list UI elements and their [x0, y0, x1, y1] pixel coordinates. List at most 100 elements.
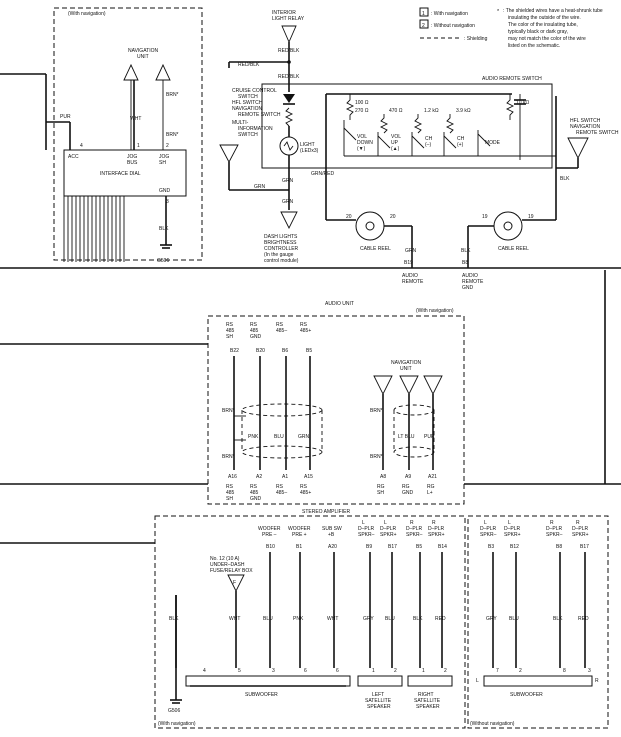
svg-text:BLU: BLU — [509, 616, 519, 622]
interior-light-relay-section: INTERIOR LIGHT RELAY RED/BLK RED/BLK RED… — [219, 10, 619, 291]
svg-text:1: 1 — [422, 668, 425, 674]
svg-text:SWITCH: SWITCH — [238, 132, 258, 138]
svg-text:1: 1 — [422, 11, 425, 17]
svg-text:PUR: PUR — [60, 114, 71, 120]
svg-text:INTERFACE DIAL: INTERFACE DIAL — [100, 171, 141, 177]
svg-text:GRN: GRN — [254, 184, 266, 190]
svg-text:UNIT: UNIT — [137, 54, 149, 60]
svg-text:(With navigation): (With navigation) — [416, 308, 454, 314]
led-light — [279, 136, 299, 156]
svg-text:BRN*: BRN* — [370, 454, 383, 460]
svg-text:GRY: GRY — [486, 616, 497, 622]
svg-text:RED: RED — [435, 616, 446, 622]
svg-text:RED/BLK: RED/BLK — [238, 62, 260, 68]
svg-text:NAVIGATION: NAVIGATION — [232, 106, 262, 112]
svg-text:BLU: BLU — [274, 434, 284, 440]
hfl-switch-right-label: HFL SWITCH NAVIGATION REMOTE SWITCH — [570, 118, 619, 136]
svg-text:: Shielding: : Shielding — [464, 36, 488, 42]
svg-text:AUDIO: AUDIO — [462, 273, 478, 279]
svg-text:B12: B12 — [510, 544, 519, 550]
svg-text:MODE: MODE — [485, 140, 501, 146]
svg-text:GRN/RED: GRN/RED — [311, 171, 334, 177]
svg-text:4: 4 — [203, 668, 206, 674]
svg-text:8: 8 — [563, 668, 566, 674]
svg-text:3: 3 — [166, 199, 169, 205]
svg-text:2: 2 — [394, 668, 397, 674]
svg-text:G506: G506 — [168, 708, 180, 714]
interface-dial-box — [63, 149, 187, 197]
svg-text:JOG: JOG — [159, 154, 169, 160]
svg-text:GRN: GRN — [405, 248, 417, 254]
svg-text:REMOTE SWITCH: REMOTE SWITCH — [238, 112, 281, 118]
svg-text:BLK: BLK — [413, 616, 423, 622]
svg-text:A15: A15 — [304, 474, 313, 480]
svg-text:: Without navigation: : Without navigation — [431, 23, 475, 29]
svg-text:B6: B6 — [282, 348, 288, 354]
svg-text:3: 3 — [272, 668, 275, 674]
svg-text:BRN*: BRN* — [370, 408, 383, 414]
svg-text:B5: B5 — [416, 544, 422, 550]
svg-text:5: 5 — [238, 668, 241, 674]
svg-text:GRN: GRN — [282, 199, 294, 205]
legend: 1 : With navigation 2 : Without navigati… — [419, 7, 603, 49]
svg-text:ACC: ACC — [68, 154, 79, 160]
svg-text:(With navigation): (With navigation) — [68, 11, 106, 17]
audio-unit-boundary — [207, 315, 465, 505]
svg-text:UP: UP — [391, 140, 399, 146]
dash-lights-label: DASH LIGHTS BRIGHTNESS CONTROLLER (In th… — [264, 234, 300, 264]
svg-text:AUDIO REMOTE SWITCH: AUDIO REMOTE SWITCH — [482, 76, 542, 82]
svg-text:CRUISE CONTROL: CRUISE CONTROL — [232, 88, 277, 94]
svg-text:4: 4 — [80, 143, 83, 149]
svg-text:20: 20 — [346, 214, 352, 220]
svg-text:CABLE REEL: CABLE REEL — [360, 246, 391, 252]
svg-text:A20: A20 — [328, 544, 337, 550]
svg-text:L: L — [476, 678, 479, 684]
svg-text:B5: B5 — [306, 348, 312, 354]
svg-text:VOL: VOL — [357, 134, 367, 140]
svg-text:CH: CH — [457, 136, 465, 142]
svg-text:B10: B10 — [266, 544, 275, 550]
svg-text:PUR: PUR — [424, 434, 435, 440]
svg-text:BLU: BLU — [263, 616, 273, 622]
svg-text:1: 1 — [372, 668, 375, 674]
svg-text:BRN*: BRN* — [222, 408, 235, 414]
svg-text:BRN*: BRN* — [166, 92, 179, 98]
left-satellite-speaker — [357, 675, 403, 687]
svg-text:A8: A8 — [380, 474, 386, 480]
svg-text:20: 20 — [390, 214, 396, 220]
svg-text:BUS: BUS — [127, 160, 138, 166]
audio-remote-switch-box — [261, 83, 553, 169]
svg-text:3: 3 — [588, 668, 591, 674]
svg-text:AUDIO: AUDIO — [402, 273, 418, 279]
svg-text:INFORMATION: INFORMATION — [238, 126, 273, 132]
svg-text:(Without navigation): (Without navigation) — [470, 721, 515, 727]
svg-text:*: * — [497, 9, 500, 15]
svg-text:AUDIO UNIT: AUDIO UNIT — [325, 301, 354, 307]
svg-text:A16: A16 — [228, 474, 237, 480]
svg-text:NAVIGATION: NAVIGATION — [391, 360, 421, 366]
svg-text:SUBWOOFER: SUBWOOFER — [245, 692, 278, 698]
svg-text:B8: B8 — [556, 544, 562, 550]
svg-text:UNIT: UNIT — [400, 366, 412, 372]
svg-text:1.2 kΩ: 1.2 kΩ — [424, 108, 439, 114]
svg-text:MULTI-: MULTI- — [232, 120, 249, 126]
with-nav-amp-boundary — [154, 515, 466, 729]
svg-text:BRN*: BRN* — [166, 132, 179, 138]
svg-text:WHT: WHT — [229, 616, 240, 622]
ribbon-cable — [63, 196, 125, 262]
svg-text:LT BLU: LT BLU — [398, 434, 415, 440]
svg-text:A2: A2 — [256, 474, 262, 480]
svg-text:(With navigation): (With navigation) — [158, 721, 196, 727]
with-nav-boundary — [53, 7, 203, 261]
svg-text:GRY: GRY — [363, 616, 374, 622]
